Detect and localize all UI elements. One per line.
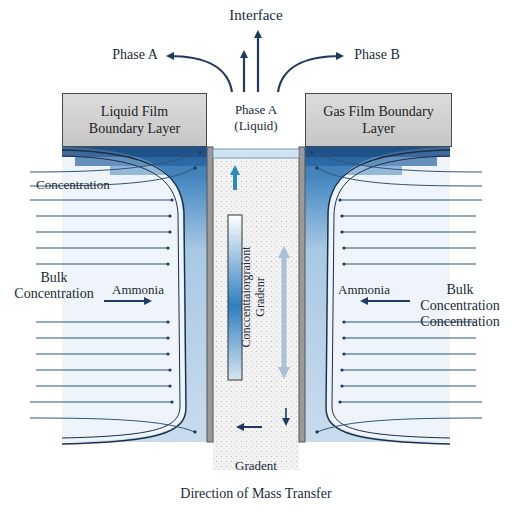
double-arrow xyxy=(282,250,287,375)
left-arrow xyxy=(238,426,262,428)
caption: Direction of Mass Transfer xyxy=(136,486,376,502)
boundary-layer-box: Liquid Film Boundary Layer xyxy=(62,93,207,147)
up-arrow xyxy=(233,168,237,190)
interface-gap xyxy=(213,158,299,470)
annotation-label: Phase A xyxy=(100,47,170,63)
bulk-arrow xyxy=(362,300,410,302)
box-text: Liquid Film Boundary Layer xyxy=(73,103,196,137)
gradient-label: Conccenttaiorgraiont Gradenr xyxy=(239,237,267,357)
down-arrow xyxy=(285,408,287,424)
phase-arrows xyxy=(168,32,342,92)
annotation-label: Concentration xyxy=(36,177,146,193)
annotation-label: Bulk Concentration xyxy=(4,270,104,302)
annotation-label: Ammonia xyxy=(338,282,408,298)
annotation-label: Gradent xyxy=(206,458,306,474)
annotation-label: Phase A (Liquid) xyxy=(214,102,298,134)
boundary-layer-box: Gas Film Boundary Layer xyxy=(305,93,452,147)
annotation-label: Phase B xyxy=(342,47,412,63)
interface-bar xyxy=(213,149,299,158)
bulk-arrow xyxy=(104,300,150,302)
box-text: Gas Film Boundary Layer xyxy=(316,103,441,137)
annotation-label: Interface xyxy=(206,7,306,23)
annotation-label: Bulk Concentration Concentration xyxy=(410,282,510,330)
annotation-label: Ammonia xyxy=(112,282,182,298)
